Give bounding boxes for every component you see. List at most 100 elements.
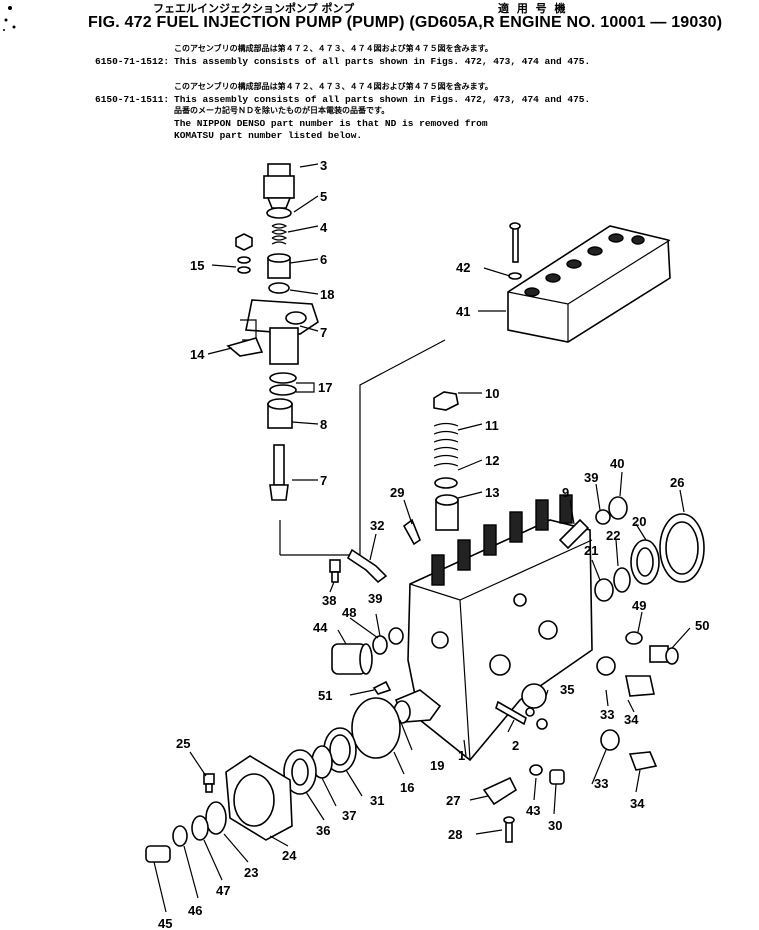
note-2-text: This assembly consists of all parts show… <box>174 94 591 105</box>
note-1-part-number: 6150-71-1512: <box>95 56 170 67</box>
plug-30-part <box>549 769 565 785</box>
cap-44-part <box>331 643 373 675</box>
pipe-32-part <box>346 548 388 584</box>
oil-seal-part <box>594 578 614 602</box>
coupling-nut-part <box>608 496 628 520</box>
delivery-valve-part <box>267 253 291 279</box>
washer-39-part <box>388 627 404 645</box>
pump-cover-part <box>507 225 671 343</box>
callout-number: 24 <box>282 848 297 863</box>
o-ring-16-part <box>351 697 401 759</box>
callout-number: 32 <box>370 518 384 533</box>
banjo-bolt-38-part <box>329 559 341 583</box>
callout-number: 45 <box>158 916 172 930</box>
o-ring-47-part <box>191 815 209 841</box>
callout-number: 41 <box>456 304 470 319</box>
washer-43-part <box>529 764 543 776</box>
callout-number: 43 <box>526 803 540 818</box>
plunger-spring-part <box>433 422 459 467</box>
stud-2-part <box>495 700 548 730</box>
part-callout-numbers: 3 5 4 6 15 18 7 14 17 10 8 11 12 7 13 29… <box>158 158 709 930</box>
bracket-27-part <box>482 776 518 806</box>
note-1-text: This assembly consists of all parts show… <box>174 56 591 67</box>
roller-bearing-part <box>630 539 660 585</box>
note-3-text: The NIPPON DENSO part number is that ND … <box>174 118 488 129</box>
spring-seat-part <box>433 391 459 411</box>
callout-number: 40 <box>610 456 624 471</box>
bolt-28-part <box>503 816 515 843</box>
callout-number: 46 <box>188 903 202 918</box>
gasket-part <box>266 207 292 219</box>
o-ring-part <box>268 282 290 294</box>
callout-number: 7 <box>320 325 327 340</box>
japanese-title: フェエルインジェクションポンプ ポンプ <box>153 2 355 15</box>
callout-number: 23 <box>244 865 258 880</box>
cover-bolt-part <box>508 222 522 280</box>
eye-bolt-upper-part <box>596 656 655 697</box>
callout-number: 26 <box>670 475 684 490</box>
callout-number: 11 <box>485 418 499 433</box>
callout-number: 5 <box>320 189 327 204</box>
japanese-applicable-label: 適 用 号 機 <box>498 2 568 15</box>
callout-number: 42 <box>456 260 470 275</box>
callout-number: 21 <box>584 543 598 558</box>
callout-number: 18 <box>320 287 334 302</box>
barrel-flange-part <box>240 299 319 365</box>
note-2-jp: このアセンブリの構成部品は第４７２、４７３、４７４図および第４７５図を含みます。 <box>174 83 493 92</box>
note-4-text: KOMATSU part number listed below. <box>174 130 363 141</box>
o-ring-35-part <box>521 683 547 709</box>
callout-number: 25 <box>176 736 190 751</box>
callout-number: 6 <box>320 252 327 267</box>
nut-washer-part <box>235 233 253 274</box>
callout-number: 30 <box>548 818 562 833</box>
callout-number: 15 <box>190 258 204 273</box>
bearing-cover-24-part <box>225 755 293 841</box>
bolt-25-part <box>203 773 215 793</box>
bearing-cup-part <box>659 513 705 583</box>
callout-number: 33 <box>594 776 608 791</box>
callout-number: 17 <box>318 380 332 395</box>
callout-number: 4 <box>320 220 328 235</box>
callout-number: 12 <box>485 453 499 468</box>
callout-number: 10 <box>485 386 499 401</box>
callout-number: 19 <box>430 758 444 773</box>
plunger-part <box>269 444 289 501</box>
note-3-jp: 品番のメーカ記号ＮＤを除いたものが日本電装の品番です。 <box>174 107 390 116</box>
callout-number: 47 <box>216 883 230 898</box>
callout-number: 20 <box>632 514 646 529</box>
assembly-reference-line <box>279 339 446 556</box>
callout-number: 35 <box>560 682 574 697</box>
callout-number: 1 <box>458 748 465 763</box>
callout-number: 13 <box>485 485 499 500</box>
lower-spring-seat-part <box>434 477 458 489</box>
callout-number: 7 <box>320 473 327 488</box>
callout-number: 34 <box>630 796 645 811</box>
callout-number: 29 <box>390 485 404 500</box>
screw-29-part <box>402 518 421 546</box>
o-ring-46-part <box>172 825 188 847</box>
callout-number: 3 <box>320 158 327 173</box>
gasket-49-part <box>625 631 643 645</box>
callout-number: 50 <box>695 618 709 633</box>
eye-bolt-lower-part <box>600 729 658 771</box>
callout-number: 22 <box>606 528 620 543</box>
seal-23-part <box>205 801 227 835</box>
plug-50-part <box>649 645 679 665</box>
plunger-sleeve-part <box>267 398 293 429</box>
callout-number: 16 <box>400 780 414 795</box>
key-51-part <box>372 680 392 695</box>
callout-number: 39 <box>368 591 382 606</box>
figure-title: FIG. 472 FUEL INJECTION PUMP (PUMP) (GD6… <box>88 14 723 31</box>
callout-number: 49 <box>632 598 646 613</box>
callout-number: 51 <box>318 688 332 703</box>
callout-number: 2 <box>512 738 519 753</box>
note-1-jp: このアセンブリの構成部品は第４７２、４７３、４７４図および第４７５図を含みます。 <box>174 45 493 54</box>
nut-part <box>595 509 611 525</box>
leader-lines <box>153 163 691 913</box>
plug-45-part <box>145 845 171 863</box>
callout-number: 28 <box>448 827 462 842</box>
callout-number: 8 <box>320 417 327 432</box>
callout-number: 34 <box>624 712 639 727</box>
callout-number: 31 <box>370 793 384 808</box>
